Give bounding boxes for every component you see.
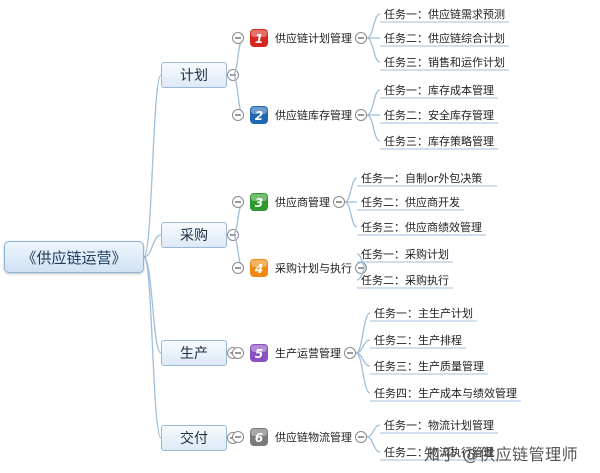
- task-collapse-button[interactable]: [355, 431, 367, 443]
- task-item[interactable]: 任务一：物流计划管理: [384, 418, 494, 432]
- task-collapse-button[interactable]: [355, 109, 367, 121]
- task-connector: [344, 177, 358, 203]
- task-collapse-button[interactable]: [355, 32, 367, 44]
- task-item[interactable]: 任务二：物流执行管理: [384, 445, 494, 459]
- task-connector: [356, 267, 368, 281]
- task-item[interactable]: 任务四：生产成本与绩效管理: [374, 386, 517, 400]
- branch-node[interactable]: 采购: [161, 222, 227, 248]
- task-item[interactable]: 任务二：供应商开发: [361, 195, 460, 209]
- task-connector: [366, 424, 381, 438]
- task-item[interactable]: 任务一：库存成本管理: [384, 83, 494, 97]
- root-connector: [143, 234, 162, 258]
- group-collapse-button[interactable]: [232, 262, 244, 274]
- task-connector: [355, 312, 371, 354]
- task-connector: [366, 89, 381, 116]
- group-title: 供应链库存管理: [275, 108, 352, 122]
- group-collapse-button[interactable]: [232, 431, 244, 443]
- watermark-author: @供应链管理师: [462, 445, 579, 464]
- task-collapse-button[interactable]: [355, 262, 367, 274]
- group-collapse-button[interactable]: [232, 32, 244, 44]
- step-number-icon: 1: [250, 29, 268, 47]
- task-item[interactable]: 任务一：供应链需求预测: [384, 7, 505, 21]
- branch-label: 生产: [180, 346, 208, 362]
- group-title: 生产运营管理: [275, 346, 341, 360]
- task-collapse-button[interactable]: [333, 196, 345, 208]
- branch-node[interactable]: 交付: [161, 425, 227, 451]
- group-title: 供应商管理: [275, 195, 330, 209]
- group-collapse-button[interactable]: [232, 347, 244, 359]
- branch-node[interactable]: 生产: [161, 340, 227, 366]
- branch-label: 交付: [180, 431, 208, 447]
- task-item[interactable]: 任务二：生产排程: [374, 333, 462, 347]
- group-collapse-button[interactable]: [232, 109, 244, 121]
- group-title: 采购计划与执行: [275, 261, 352, 275]
- task-item[interactable]: 任务三：生产质量管理: [374, 359, 484, 373]
- task-item[interactable]: 任务二：供应链综合计划: [384, 31, 505, 45]
- group-title: 供应链计划管理: [275, 31, 352, 45]
- step-number: 6: [255, 431, 263, 445]
- root-connector: [143, 256, 162, 439]
- step-number-icon: 4: [250, 259, 268, 277]
- task-item[interactable]: 任务二：采购执行: [361, 273, 449, 287]
- step-number: 1: [255, 32, 263, 46]
- root-connector: [143, 256, 162, 354]
- task-item[interactable]: 任务三：库存策略管理: [384, 134, 494, 148]
- task-connector: [366, 114, 381, 142]
- branch-node[interactable]: 计划: [161, 62, 227, 88]
- step-number-icon: 2: [250, 106, 268, 124]
- root-label: 《供应链运营》: [21, 248, 127, 267]
- root-connector: [143, 74, 162, 258]
- step-number: 2: [255, 109, 263, 123]
- step-number: 5: [255, 347, 263, 361]
- step-number: 3: [255, 196, 263, 210]
- task-item[interactable]: 任务一：自制or外包决策: [361, 171, 482, 185]
- watermark-platform: 知乎: [424, 445, 458, 464]
- task-item[interactable]: 任务一：采购计划: [361, 247, 449, 261]
- watermark: 知乎 @供应链管理师: [424, 441, 578, 465]
- task-item[interactable]: 任务二：安全库存管理: [384, 108, 494, 122]
- step-number: 4: [254, 262, 263, 276]
- task-connector: [366, 37, 381, 63]
- task-connector: [366, 13, 381, 39]
- task-connector: [355, 352, 371, 394]
- root-node[interactable]: 《供应链运营》: [4, 241, 144, 273]
- task-item[interactable]: 任务三：供应商绩效管理: [361, 220, 482, 234]
- step-number-icon: 3: [250, 193, 268, 211]
- task-item[interactable]: 任务一：主生产计划: [374, 306, 473, 320]
- branch-label: 计划: [180, 68, 208, 84]
- group-collapse-button[interactable]: [232, 196, 244, 208]
- task-connector: [366, 436, 381, 453]
- task-item[interactable]: 任务三：销售和运作计划: [384, 55, 505, 69]
- task-connector: [344, 201, 358, 228]
- step-number-icon: 6: [250, 428, 268, 446]
- task-collapse-button[interactable]: [344, 347, 356, 359]
- step-number-icon: 5: [250, 344, 268, 362]
- branch-label: 采购: [180, 228, 208, 244]
- group-title: 供应链物流管理: [275, 430, 352, 444]
